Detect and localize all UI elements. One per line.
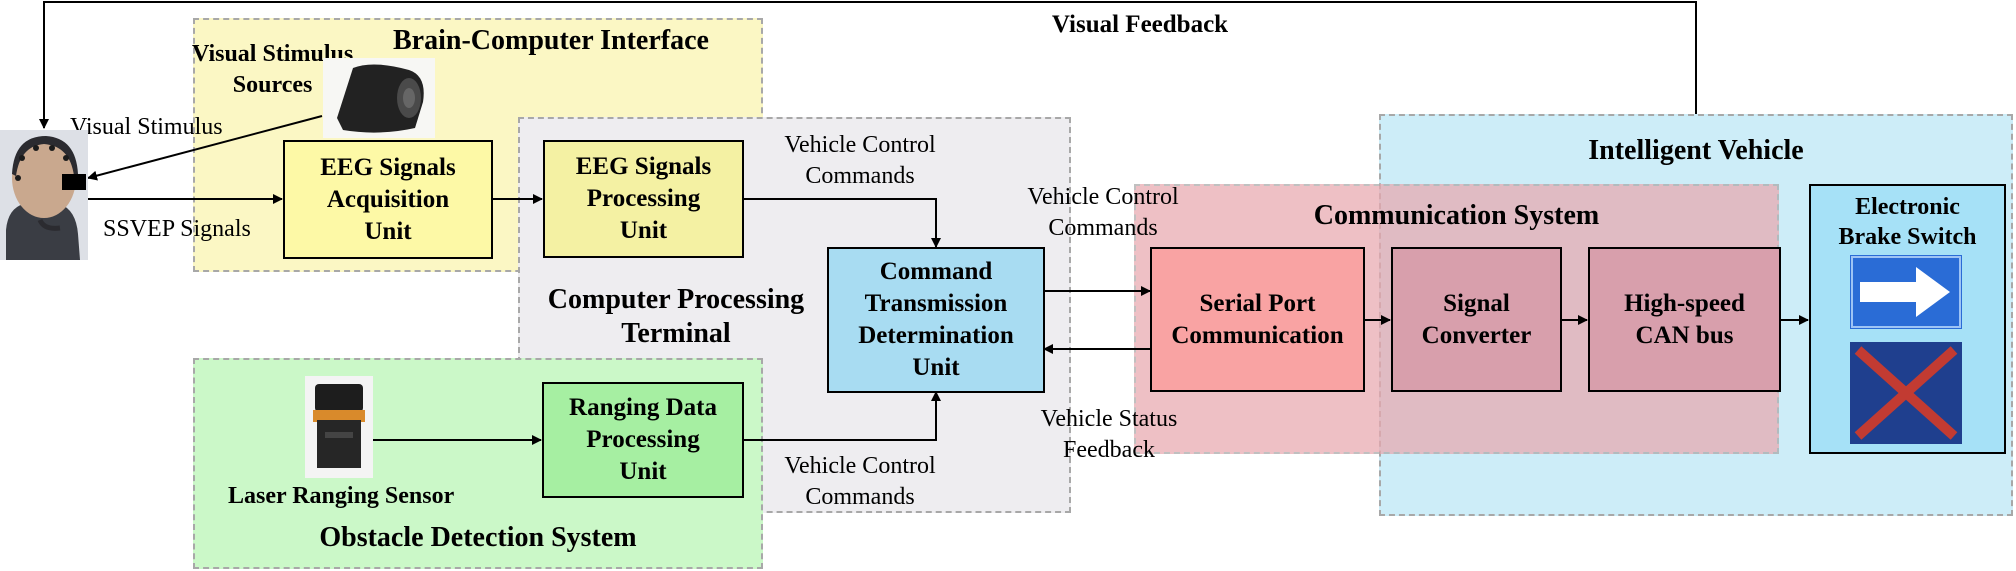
visual-feedback-label: Visual Feedback	[1051, 11, 1229, 38]
cross-stop-sign-icon	[1850, 342, 1962, 444]
laser-sensor-label: Laser Ranging Sensor	[228, 483, 455, 509]
bci-title: Brain-Computer Interface	[393, 25, 709, 56]
right-arrow-sign-icon	[1850, 255, 1962, 329]
ods-title: Obstacle Detection System	[319, 522, 637, 553]
visual-stimulus-arrow	[87, 115, 323, 181]
eeg-cmd-arrow	[743, 198, 941, 248]
cmd-top-label: Vehicle Control Commands	[784, 132, 936, 189]
ssvep-label: SSVEP Signals	[103, 216, 251, 242]
visual-feedback-loop	[39, 1, 1697, 129]
laser-ranging-sensor-icon	[305, 376, 373, 478]
command-unit-block: Command Transmission Determination Unit	[827, 247, 1045, 393]
stimulus-device-icon	[323, 58, 435, 138]
eeg-acquisition-block: EEG Signals Acquisition Unit	[283, 140, 493, 259]
iv-title: Intelligent Vehicle	[1588, 135, 1804, 166]
status-feedback-label: Vehicle Status Feedback	[1040, 406, 1178, 463]
cs-title: Communication System	[1313, 200, 1600, 231]
ranging-unit-block: Ranging Data Processing Unit	[542, 382, 744, 498]
cmd-bottom-label: Vehicle Control Commands	[784, 453, 936, 510]
serial-port-block: Serial Port Communication	[1150, 247, 1365, 392]
signal-converter-block: Signal Converter	[1391, 247, 1562, 392]
cmd-right-label: Vehicle Control Commands	[1027, 184, 1179, 241]
eeg-processing-block: EEG Signals Processing Unit	[543, 140, 744, 258]
eeg-cap-subject-icon	[0, 130, 88, 260]
ranging-cmd-arrow	[743, 391, 941, 441]
can-bus-block: High-speed CAN bus	[1588, 247, 1781, 392]
cpt-title: Computer Processing Terminal	[547, 284, 805, 349]
brake-switch-label: Electronic Brake Switch	[1838, 194, 1977, 250]
visual-stimulus-label: Visual Stimulus	[70, 114, 223, 140]
